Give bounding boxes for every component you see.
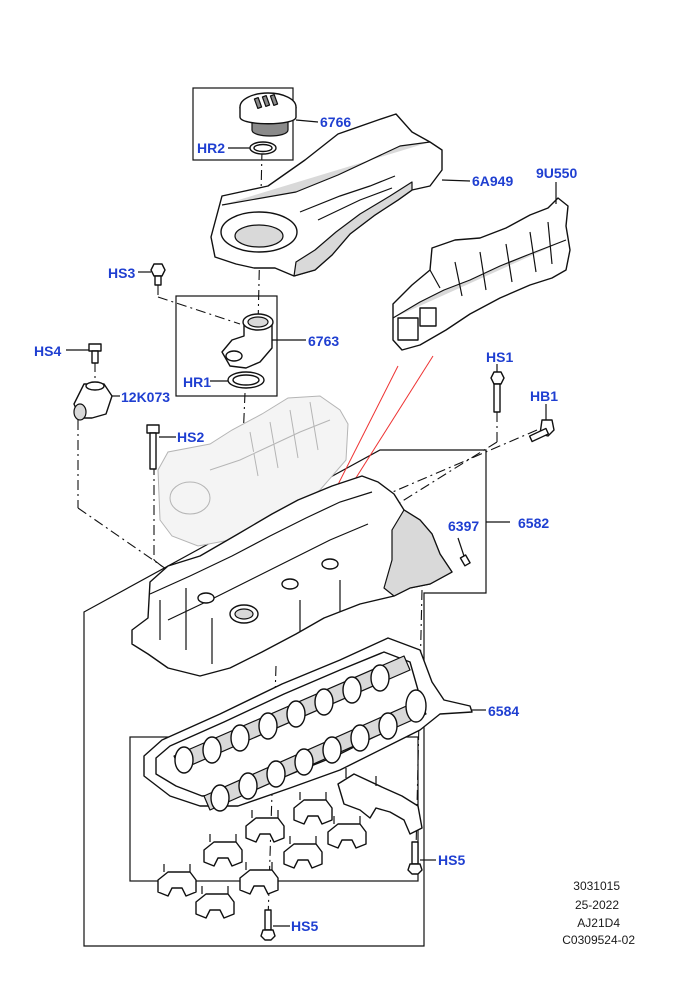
oil-filler-cap-box [192, 87, 294, 161]
engine-cover[interactable] [210, 113, 471, 277]
drawing-metadata: 3031015 25-2022 AJ21D4 C0309524-02 [562, 879, 635, 947]
bolt-hs2[interactable] [146, 424, 176, 470]
callout-6763[interactable]: 6763 [308, 333, 339, 349]
callout-hs2[interactable]: HS2 [177, 429, 204, 445]
oil-filler-neck[interactable] [221, 313, 306, 369]
ghost-valve-cover [157, 395, 349, 547]
bolt-hs5-lower[interactable] [260, 909, 290, 941]
oil-filler-cap[interactable] [239, 92, 319, 137]
callout-hs5-upper[interactable]: HS5 [438, 852, 465, 868]
callout-hr1[interactable]: HR1 [183, 374, 211, 390]
callout-hs1[interactable]: HS1 [486, 349, 513, 365]
o-ring-hr2[interactable] [228, 141, 277, 155]
callout-9u550[interactable]: 9U550 [536, 165, 577, 181]
camshaft-cover[interactable] [131, 475, 510, 677]
metadata-line-1: 3031015 [573, 879, 620, 893]
callout-6397[interactable]: 6397 [448, 518, 479, 534]
callout-6582[interactable]: 6582 [518, 515, 549, 531]
callout-hs5-lower[interactable]: HS5 [291, 918, 318, 934]
callout-hr2[interactable]: HR2 [197, 140, 225, 156]
callout-12k073[interactable]: 12K073 [121, 389, 170, 405]
o-ring-hr1[interactable] [210, 371, 265, 389]
breather-elbow[interactable] [73, 381, 120, 421]
lower-assembly-box [83, 449, 487, 947]
engine-cover-insulator[interactable] [392, 182, 571, 351]
camshafts[interactable] [173, 655, 427, 812]
oil-filler-neck-box [175, 295, 278, 397]
callout-6766[interactable]: 6766 [320, 114, 351, 130]
bearing-caps[interactable] [157, 768, 423, 919]
callout-hs4[interactable]: HS4 [34, 343, 61, 359]
metadata-line-4: C0309524-02 [562, 933, 635, 947]
bolt-hb1[interactable] [528, 404, 555, 443]
bolt-hs3[interactable] [138, 263, 166, 286]
callout-hb1[interactable]: HB1 [530, 388, 558, 404]
bolt-hs1[interactable] [490, 364, 505, 413]
callout-6a949[interactable]: 6A949 [472, 173, 513, 189]
bolt-hs5-upper[interactable] [407, 841, 436, 875]
callout-labels: 6766 HR2 6A949 9U550 HS3 6763 HS4 HR1 12… [34, 114, 577, 934]
bolt-hs4[interactable] [66, 343, 102, 364]
metadata-line-2: 25-2022 [575, 898, 619, 912]
callout-hs3[interactable]: HS3 [108, 265, 135, 281]
metadata-line-3: AJ21D4 [577, 916, 620, 930]
callout-6584[interactable]: 6584 [488, 703, 519, 719]
